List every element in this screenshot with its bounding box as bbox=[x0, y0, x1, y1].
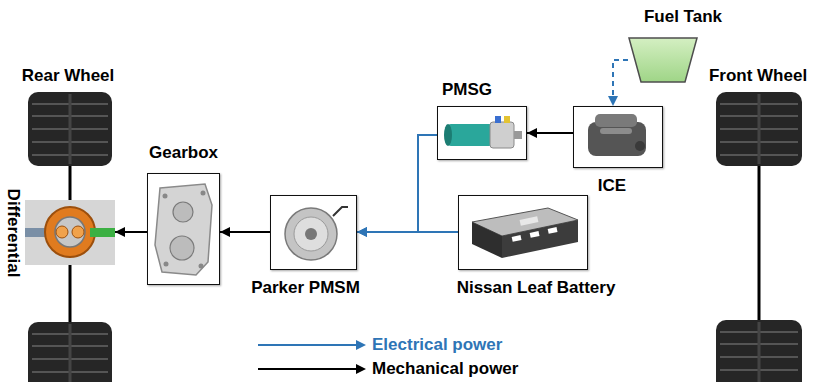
engine-picture-part bbox=[600, 128, 632, 134]
front-wheel-top-part bbox=[716, 92, 802, 166]
battery-picture-part bbox=[472, 222, 502, 258]
gearbox-box: Gearbox bbox=[147, 173, 220, 285]
mechanical-connector bbox=[220, 231, 270, 233]
legend-mechanical-sample-part bbox=[258, 368, 358, 370]
generator-picture-part bbox=[504, 116, 510, 123]
wheel-label: Rear Wheel bbox=[22, 66, 115, 86]
electrical-connector bbox=[357, 231, 458, 233]
node-label: PMSG bbox=[442, 80, 492, 100]
front-axle bbox=[759, 165, 760, 323]
engine-picture-part bbox=[635, 141, 645, 151]
fuel-tank-outline bbox=[629, 38, 697, 82]
motor-picture-part bbox=[285, 208, 337, 260]
generator-picture-part bbox=[444, 124, 452, 146]
front-wheel-bottom bbox=[716, 320, 802, 382]
gearbox-picture-part bbox=[170, 236, 194, 260]
legend-mechanical-sample-part bbox=[356, 364, 366, 374]
gearbox-picture-part bbox=[155, 184, 212, 275]
front-axle-part bbox=[758, 165, 761, 323]
rear-wheel-bottom-part bbox=[28, 322, 112, 382]
node-label: Differential bbox=[3, 188, 23, 277]
differential-picture-part bbox=[72, 226, 84, 238]
legend-entry: Mechanical power bbox=[372, 359, 518, 379]
front-wheel-top bbox=[716, 92, 802, 166]
node-label: Fuel Tank bbox=[644, 7, 722, 27]
electrical-connector bbox=[357, 135, 437, 232]
battery-picture-part bbox=[548, 227, 558, 234]
generator-picture-part bbox=[514, 131, 522, 139]
differential-box: Differential bbox=[25, 200, 115, 265]
electrical-connector bbox=[613, 60, 628, 106]
rear-wheel-bottom-part bbox=[69, 324, 72, 382]
legend-electrical-sample bbox=[258, 340, 366, 350]
differential-picture-part bbox=[55, 217, 85, 247]
legend-text: Mechanical power bbox=[372, 359, 518, 378]
motor-box: Parker PMSM bbox=[270, 195, 357, 270]
generator-box: PMSG bbox=[437, 106, 527, 160]
battery-picture-part bbox=[530, 231, 540, 238]
differential-picture-part bbox=[25, 228, 45, 237]
motor-picture-part bbox=[333, 207, 348, 216]
gearbox-picture-part bbox=[163, 194, 168, 199]
front-wheel-bottom-part bbox=[758, 322, 761, 382]
legend-electrical-sample-part bbox=[258, 344, 358, 346]
generator-picture-part bbox=[448, 124, 492, 146]
rear-wheel-bottom bbox=[28, 322, 112, 382]
differential-picture-part bbox=[56, 226, 68, 238]
front-wheel-bottom-part bbox=[716, 320, 802, 382]
legend-electrical-sample-part bbox=[356, 340, 366, 350]
wheel-label: Front Wheel bbox=[709, 66, 807, 86]
fuel-tank-shape bbox=[628, 37, 698, 83]
differential-picture-part bbox=[45, 207, 95, 257]
node-label: Nissan Leaf Battery bbox=[457, 278, 616, 298]
mechanical-connector bbox=[115, 231, 147, 233]
generator-picture-part bbox=[490, 122, 514, 148]
generator-picture bbox=[444, 116, 522, 148]
node-label: Gearbox bbox=[149, 143, 218, 163]
engine-picture-part bbox=[595, 114, 637, 127]
node-label: Parker PMSM bbox=[251, 278, 360, 298]
gearbox-picture-part bbox=[173, 202, 193, 222]
legend-entry: Electrical power bbox=[372, 335, 502, 355]
gearbox-picture-part bbox=[164, 262, 169, 267]
motor-picture bbox=[285, 207, 348, 260]
battery-picture-part bbox=[512, 235, 522, 242]
battery-picture-part bbox=[520, 216, 539, 226]
engine-box: ICE bbox=[573, 106, 663, 168]
differential-picture-part bbox=[90, 228, 115, 237]
gearbox-picture-part bbox=[199, 264, 204, 269]
legend-text: Electrical power bbox=[372, 335, 502, 354]
rear-wheel-top-part bbox=[28, 92, 112, 166]
battery-box: Nissan Leaf Battery bbox=[458, 195, 588, 270]
engine-picture bbox=[588, 114, 646, 156]
motor-picture-part bbox=[294, 217, 328, 251]
node-label: ICE bbox=[598, 176, 626, 196]
battery-picture-part bbox=[502, 220, 578, 258]
generator-picture-part bbox=[495, 116, 501, 123]
rear-wheel-top bbox=[28, 92, 112, 166]
gearbox-picture-part bbox=[201, 191, 206, 196]
fuel-tank: Fuel Tank bbox=[628, 37, 698, 83]
rear-wheel-top-part bbox=[69, 94, 72, 164]
gearbox-picture bbox=[155, 184, 212, 275]
front-wheel-top-part bbox=[758, 94, 761, 164]
motor-picture-part bbox=[305, 228, 317, 240]
mechanical-connector bbox=[527, 132, 573, 134]
engine-picture-part bbox=[588, 122, 646, 156]
legend-mechanical-sample bbox=[258, 364, 366, 374]
differential-picture-part bbox=[25, 200, 115, 265]
battery-picture bbox=[472, 208, 578, 258]
differential-picture bbox=[25, 200, 115, 265]
